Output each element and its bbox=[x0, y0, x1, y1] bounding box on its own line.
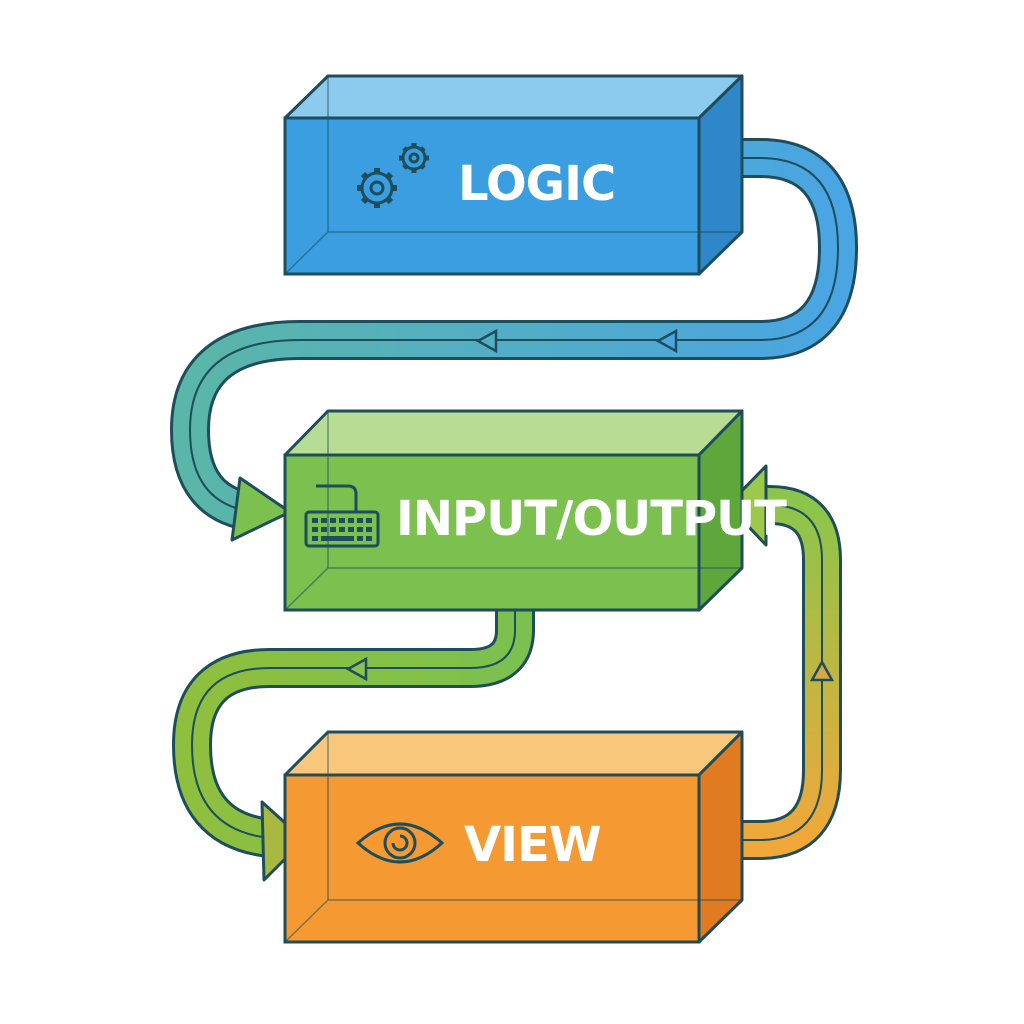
arrowhead-io bbox=[230, 476, 292, 542]
block-logic: LOGIC bbox=[283, 74, 744, 276]
block-label-view: VIEW bbox=[464, 817, 601, 873]
flow-marker bbox=[655, 328, 678, 354]
gears-icon bbox=[357, 143, 429, 208]
block-view: VIEW bbox=[283, 730, 744, 944]
eye-icon bbox=[355, 822, 445, 864]
flow-marker bbox=[475, 328, 498, 354]
arrow-logic-to-io bbox=[170, 138, 858, 542]
arrowhead-io-return bbox=[726, 464, 768, 547]
arrow-view-to-io bbox=[720, 464, 842, 860]
arrow-io-to-view bbox=[172, 610, 535, 882]
block-label-input-output: INPUT/OUTPUT bbox=[396, 491, 787, 547]
block-input-output: INPUT/OUTPUT bbox=[283, 409, 788, 612]
keyboard-icon bbox=[304, 484, 380, 548]
flow-marker bbox=[809, 659, 835, 682]
block-label-logic: LOGIC bbox=[458, 156, 615, 212]
flow-marker bbox=[345, 656, 368, 682]
